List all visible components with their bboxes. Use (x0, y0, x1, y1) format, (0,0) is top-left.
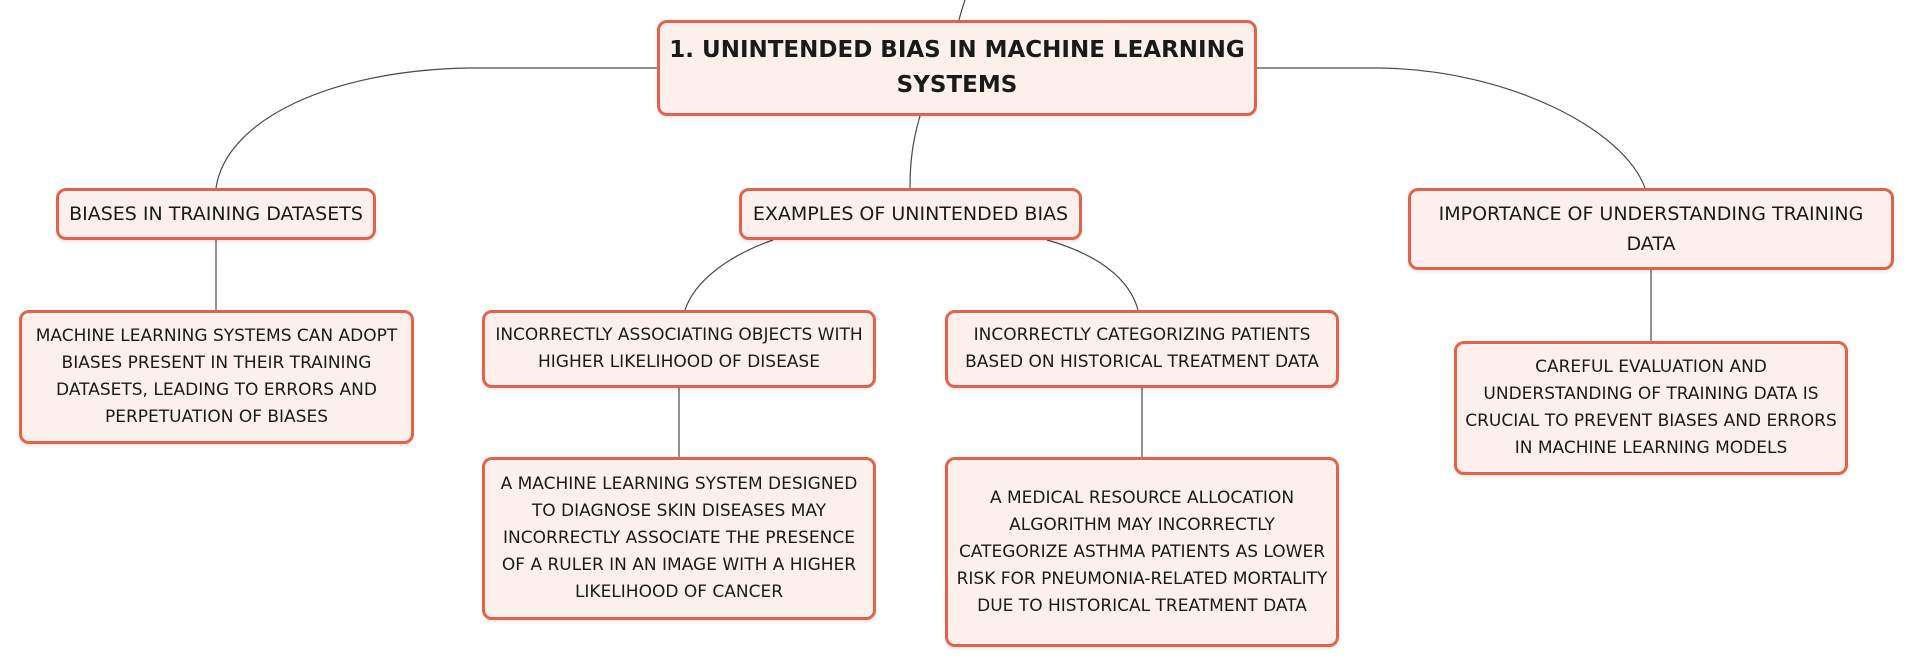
node-importance-detail-text: CAREFUL EVALUATION AND UNDERSTANDING OF … (1465, 357, 1837, 458)
connector-examples-to-objects (684, 239, 774, 311)
node-incorrectly-categorizing-patients[interactable]: INCORRECTLY CATEGORIZING PATIENTS BASED … (945, 310, 1339, 388)
root-node-text: 1. UNINTENDED BIAS IN MACHINE LEARNING S… (669, 37, 1245, 98)
connector-examples-to-patients (1046, 239, 1139, 311)
node-incorrectly-categorizing-patients-text: INCORRECTLY CATEGORIZING PATIENTS BASED … (965, 325, 1319, 372)
node-importance-of-understanding-training-data[interactable]: IMPORTANCE OF UNDERSTANDING TRAINING DAT… (1408, 188, 1894, 270)
connector-top-parent (958, 0, 966, 21)
node-incorrectly-associating-objects[interactable]: INCORRECTLY ASSOCIATING OBJECTS WITH HIG… (482, 310, 876, 388)
node-training-datasets-detail-text: MACHINE LEARNING SYSTEMS CAN ADOPT BIASE… (35, 326, 398, 427)
connector-root-to-importance (1256, 67, 1646, 189)
node-examples-of-unintended-bias-text: EXAMPLES OF UNINTENDED BIAS (752, 203, 1069, 225)
node-medical-resource-example[interactable]: A MEDICAL RESOURCE ALLOCATION ALGORITHM … (945, 457, 1339, 647)
node-incorrectly-associating-objects-text: INCORRECTLY ASSOCIATING OBJECTS WITH HIG… (495, 325, 863, 372)
connector-root-to-examples (909, 115, 921, 189)
node-importance-detail[interactable]: CAREFUL EVALUATION AND UNDERSTANDING OF … (1454, 341, 1848, 475)
node-medical-resource-example-text: A MEDICAL RESOURCE ALLOCATION ALGORITHM … (956, 487, 1328, 616)
node-importance-of-understanding-training-data-text: IMPORTANCE OF UNDERSTANDING TRAINING DAT… (1438, 203, 1864, 255)
connector-root-to-training (215, 67, 657, 189)
node-biases-in-training-datasets[interactable]: BIASES IN TRAINING DATASETS (56, 188, 376, 240)
node-skin-disease-example[interactable]: A MACHINE LEARNING SYSTEM DESIGNED TO DI… (482, 457, 876, 620)
node-skin-disease-example-text: A MACHINE LEARNING SYSTEM DESIGNED TO DI… (500, 474, 858, 602)
root-node[interactable]: 1. UNINTENDED BIAS IN MACHINE LEARNING S… (657, 20, 1257, 116)
node-examples-of-unintended-bias[interactable]: EXAMPLES OF UNINTENDED BIAS (739, 188, 1082, 240)
node-training-datasets-detail[interactable]: MACHINE LEARNING SYSTEMS CAN ADOPT BIASE… (19, 310, 414, 444)
node-biases-in-training-datasets-text: BIASES IN TRAINING DATASETS (69, 203, 363, 225)
